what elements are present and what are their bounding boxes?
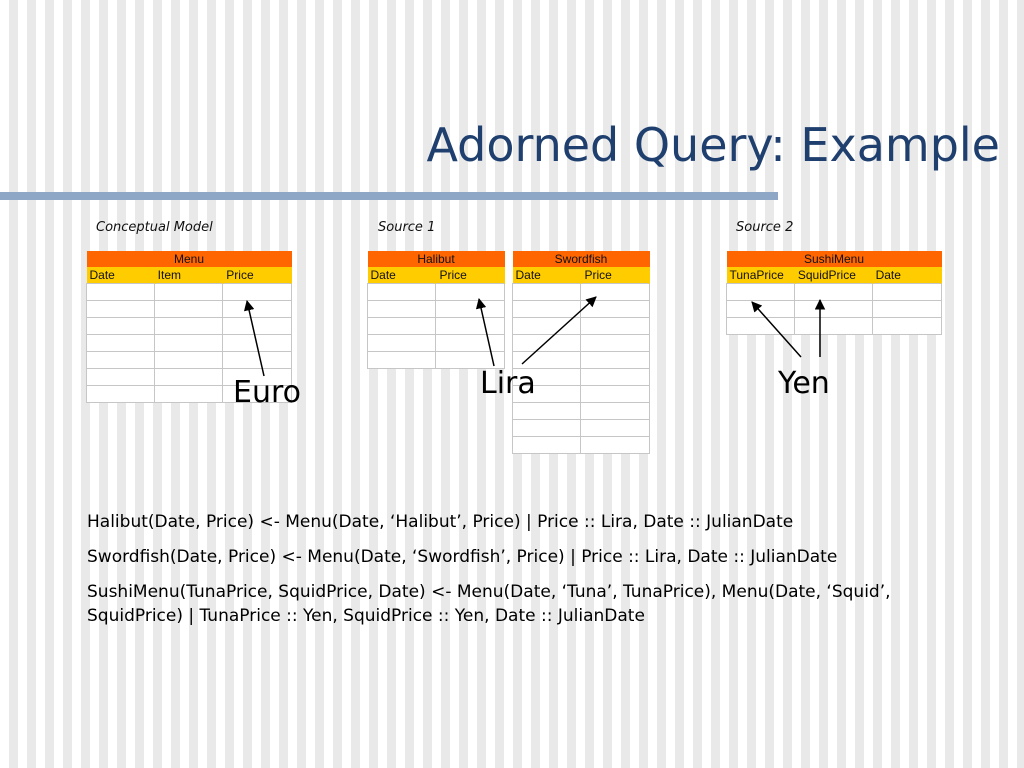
table-row (86, 317, 292, 335)
halibut-table-title: Halibut (367, 251, 505, 267)
table-row (366, 300, 505, 318)
table-row (366, 317, 505, 335)
table-row (511, 317, 650, 335)
menu-col-price: Price (222, 267, 292, 284)
menu-col-item: Item (154, 267, 224, 284)
arrow-yen-to-tunaprice (751, 301, 802, 358)
halibut-col-price: Price (435, 267, 505, 284)
arrow-lira-to-halibut-price (475, 297, 495, 367)
table-row (511, 436, 650, 454)
sushimenu-table: SushiMenu TunaPrice SquidPrice Date (726, 251, 943, 335)
swordfish-col-date: Date (512, 267, 582, 284)
label-yen: Yen (778, 366, 830, 401)
label-lira: Lira (480, 366, 536, 401)
swordfish-table: Swordfish Date Price (511, 251, 650, 454)
halibut-col-date: Date (367, 267, 437, 284)
swordfish-table-title: Swordfish (512, 251, 650, 267)
rule-halibut: Halibut(Date, Price) <- Menu(Date, ‘Hali… (87, 512, 794, 532)
menu-col-date: Date (86, 267, 155, 284)
table-row (511, 283, 650, 301)
table-row (86, 351, 292, 369)
arrow-euro-to-menu-price (243, 299, 265, 377)
table-row (511, 385, 650, 403)
table-row (366, 351, 505, 369)
table-row (726, 283, 943, 301)
sushimenu-table-title: SushiMenu (726, 251, 942, 267)
caption-source-1: Source 1 (378, 220, 436, 235)
sushimenu-col-squidprice: SquidPrice (794, 267, 873, 284)
menu-table-title: Menu (86, 251, 292, 267)
halibut-table: Halibut Date Price (366, 251, 505, 369)
title-divider (0, 192, 778, 200)
table-row (511, 334, 650, 352)
rule-sushimenu: SushiMenu(TunaPrice, SquidPrice, Date) <… (87, 582, 891, 626)
caption-conceptual-model: Conceptual Model (96, 220, 213, 235)
table-row (86, 300, 292, 318)
table-row (511, 368, 650, 386)
slide-title: Adorned Query: Example (426, 118, 1000, 172)
table-row (86, 385, 292, 403)
caption-source-2: Source 2 (736, 220, 794, 235)
sushimenu-col-date: Date (872, 267, 943, 284)
swordfish-col-price: Price (580, 267, 650, 284)
rule-swordfish: Swordfish(Date, Price) <- Menu(Date, ‘Sw… (87, 547, 838, 567)
arrow-lira-to-swordfish-price (521, 296, 597, 365)
table-row (511, 351, 650, 369)
mapping-rules: Halibut(Date, Price) <- Menu(Date, ‘Hali… (87, 510, 977, 639)
label-euro: Euro (233, 375, 301, 410)
sushimenu-col-tunaprice: TunaPrice (726, 267, 795, 284)
menu-table: Menu Date Item Price (86, 251, 292, 403)
